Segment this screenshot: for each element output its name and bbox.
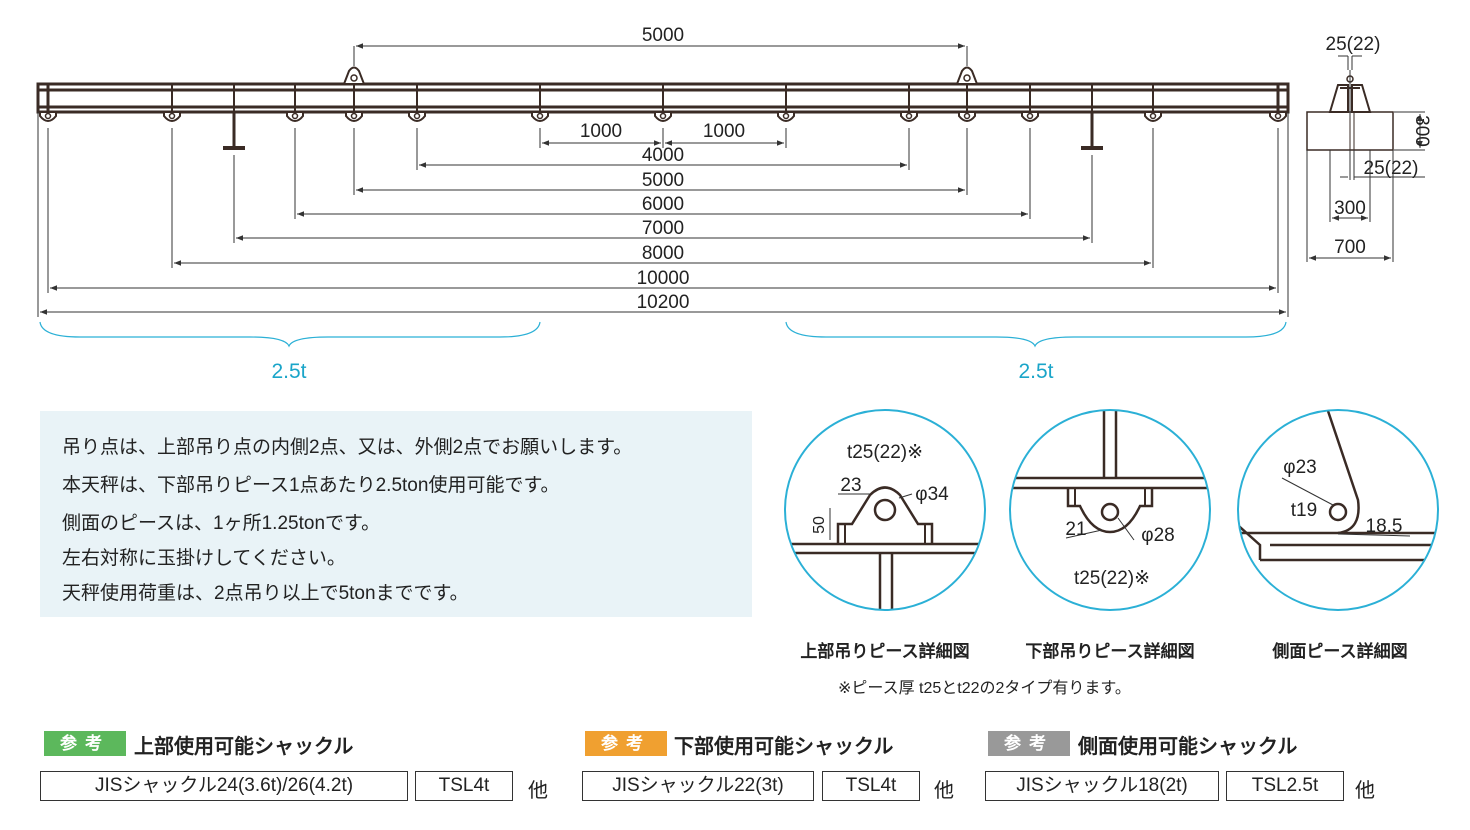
dim-1000-right-label: 1000 (703, 121, 745, 142)
tsl-box-lower: TSL4t (822, 771, 920, 801)
dim-top-5000-label: 5000 (642, 25, 684, 46)
bottom-lug (900, 84, 918, 122)
bottom-lug (1021, 84, 1039, 122)
note-line-3: 側面のピースは、1ヶ所1.25tonです。 (62, 513, 381, 534)
bottom-lug (163, 84, 181, 122)
reference-tag-side: 参考 (988, 731, 1070, 756)
bottom-lugs (39, 84, 1287, 122)
bottom-lug (1269, 84, 1287, 122)
side-top-thickness-label: 25(22) (1326, 34, 1381, 55)
upper-width-label: 23 (840, 475, 861, 496)
upper-hole-label: φ34 (915, 484, 949, 505)
other-label-upper: 他 (528, 780, 548, 802)
other-label-lower: 他 (934, 780, 954, 802)
nested-dimensions: 4000 5000 6000 7000 8000 10000 10200 (37, 112, 1289, 317)
side-detail-caption: 側面ピース詳細図 (1272, 642, 1408, 661)
dim-5000-label: 5000 (642, 170, 684, 191)
other-label-side: 他 (1355, 780, 1375, 802)
side-outer-width-label: 700 (1334, 237, 1366, 258)
load-brace-right: 2.5t (785, 321, 1287, 383)
detail-lower-piece: 21 φ28 t25(22)※ (1009, 409, 1211, 611)
note-line-4: 左右対称に玉掛けしてください。 (62, 548, 346, 569)
side-detail-hole-label: φ23 (1283, 457, 1316, 478)
bottom-lug (1144, 84, 1162, 122)
piece-thickness-footnote: ※ピース厚 t25とt22の2タイプ有ります。 (838, 680, 1131, 697)
bottom-lug (531, 84, 549, 122)
lower-thickness-label: t25(22)※ (1074, 568, 1150, 589)
shackle-box-upper: JISシャックル24(3.6t)/26(4.2t) (40, 771, 408, 801)
bottom-lug (958, 84, 976, 122)
dim-7000-label: 7000 (642, 218, 684, 239)
reference-title-side: 側面使用可能シャックル (1078, 736, 1298, 758)
upper-height-label: 50 (811, 516, 828, 534)
note-line-2: 本天秤は、下部吊りピース1点あたり2.5ton使用可能です。 (62, 475, 560, 496)
dim-8000-label: 8000 (642, 243, 684, 264)
top-lug-left (342, 66, 366, 85)
bottom-lug (286, 84, 304, 122)
bottom-lug (408, 84, 426, 122)
note-line-1: 吊り点は、上部吊り点の内側2点、又は、外側2点でお願いします。 (62, 437, 633, 458)
lower-hole-label: φ28 (1141, 525, 1174, 546)
detail-upper-piece: t25(22)※ 23 φ34 50 (784, 409, 986, 611)
note-line-5: 天秤使用荷重は、2点吊り以上で5tonまでです。 (62, 583, 469, 604)
side-thickness-label: 25(22) (1364, 158, 1419, 179)
shackle-box-side: JISシャックル18(2t) (985, 771, 1219, 801)
side-height-label: 300 (1411, 115, 1432, 147)
side-detail-thickness-label: t19 (1291, 500, 1317, 521)
upper-thickness-label: t25(22)※ (847, 442, 923, 463)
bottom-lug (654, 84, 672, 122)
dimension-top-5000: 5000 (353, 25, 968, 66)
reference-tag-upper: 参考 (44, 731, 126, 756)
tsl-box-side: TSL2.5t (1226, 771, 1344, 801)
usage-notes-panel (40, 411, 752, 617)
detail-side-piece: φ23 t19 18.5 (1237, 409, 1439, 611)
dim-10200-label: 10200 (637, 292, 690, 313)
lower-detail-caption: 下部吊りピース詳細図 (1025, 642, 1195, 661)
tsl-box-upper: TSL4t (415, 771, 513, 801)
reference-tag-lower: 参考 (585, 731, 667, 756)
reference-title-lower: 下部使用可能シャックル (674, 736, 894, 758)
load-brace-left: 2.5t (39, 321, 541, 383)
reference-title-upper: 上部使用可能シャックル (134, 736, 354, 758)
top-lug-right (955, 66, 979, 85)
side-view: 25(22) 300 25(22) 300 700 (1306, 34, 1432, 262)
side-piece-left (223, 84, 245, 150)
bottom-lug (345, 84, 363, 122)
bottom-lug (777, 84, 795, 122)
side-inner-width-label: 300 (1334, 198, 1366, 219)
dim-4000-label: 4000 (642, 145, 684, 166)
side-piece-right (1081, 84, 1103, 150)
dim-1000-left-label: 1000 (580, 121, 622, 142)
dimension-1000-pair: 1000 1000 (539, 121, 787, 148)
bottom-lug (39, 84, 57, 122)
shackle-box-lower: JISシャックル22(3t) (582, 771, 814, 801)
load-left-label: 2.5t (271, 360, 306, 383)
dim-6000-label: 6000 (642, 194, 684, 215)
upper-detail-caption: 上部吊りピース詳細図 (800, 642, 970, 661)
load-right-label: 2.5t (1018, 360, 1053, 383)
lower-width-label: 21 (1065, 519, 1086, 540)
dim-10000-label: 10000 (637, 268, 690, 289)
side-detail-offset-label: 18.5 (1366, 516, 1403, 537)
